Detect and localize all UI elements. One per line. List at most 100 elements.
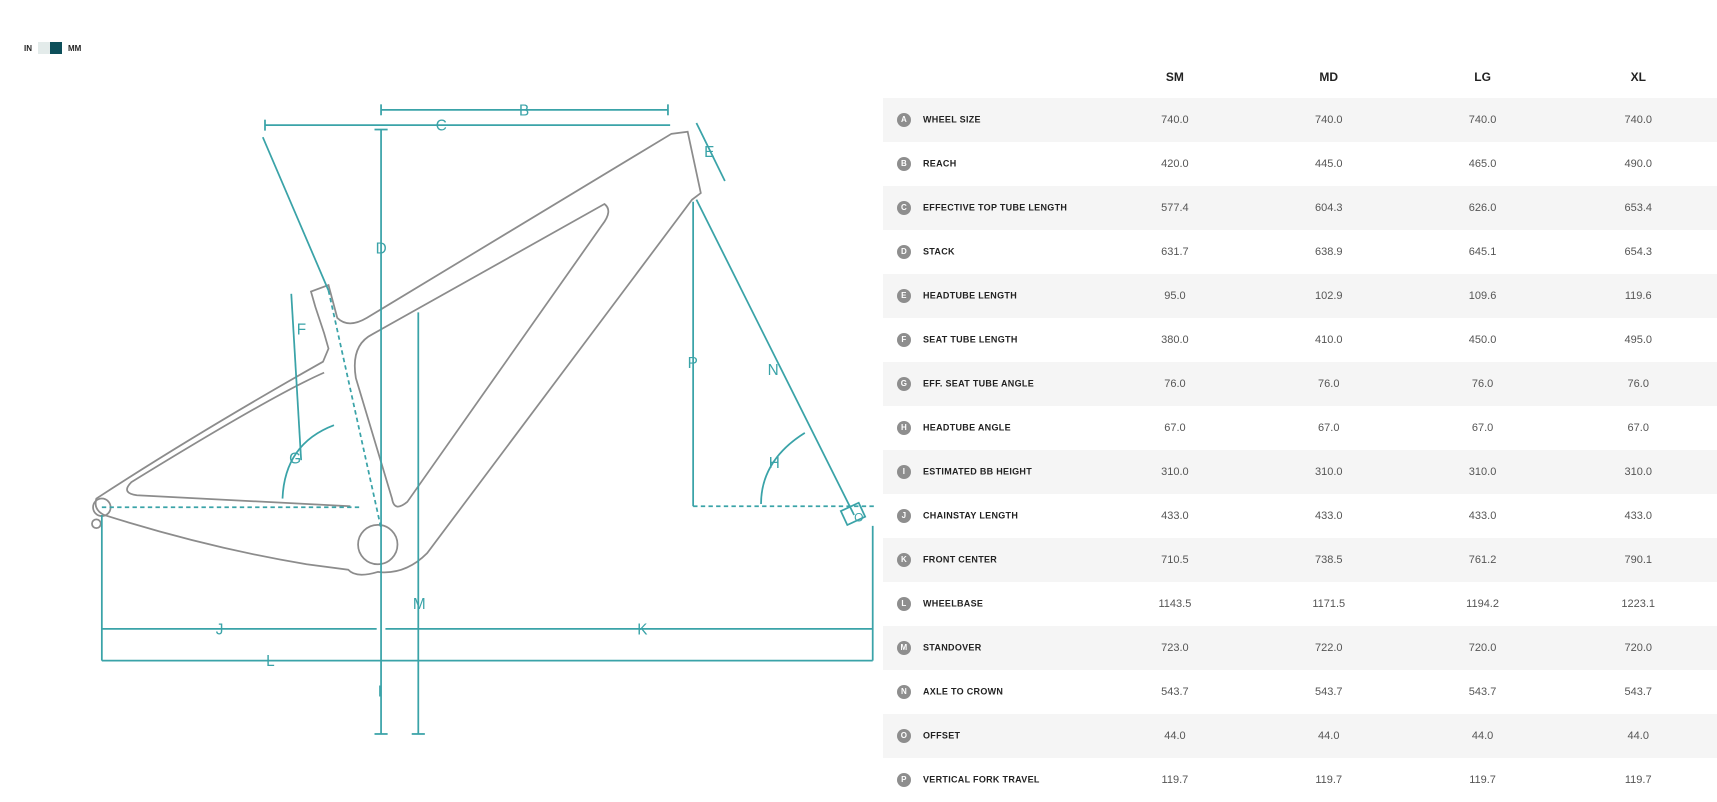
row-letter-badge: K: [897, 553, 911, 567]
row-letter-badge: B: [897, 157, 911, 171]
row-letter-badge: C: [897, 201, 911, 215]
row-letter-badge: J: [897, 509, 911, 523]
label-c: C: [436, 118, 447, 135]
label-p: P: [688, 355, 698, 372]
cell-value: 654.3: [1624, 246, 1652, 258]
cell-value: 761.2: [1405, 538, 1560, 582]
cell-value: 740.0: [1405, 98, 1560, 142]
cell-value: 631.7: [1161, 246, 1189, 258]
row-label: EFF. SEAT TUBE ANGLE: [923, 378, 1035, 389]
cell-value: 119.7: [1161, 774, 1189, 786]
cell-value: 76.0: [1251, 362, 1406, 406]
row-label: WHEELBASE: [923, 598, 984, 609]
cell-value: 626.0: [1405, 186, 1560, 230]
label-i: I: [378, 684, 382, 701]
cell-value: 102.9: [1251, 274, 1406, 318]
unit-in-label[interactable]: IN: [24, 43, 32, 53]
cell-value: 310.0: [1251, 450, 1406, 494]
dimension-lines: [100, 104, 876, 735]
row-letter-badge: G: [897, 377, 911, 391]
cell-value: 723.0: [1098, 626, 1252, 670]
row-letter-badge: M: [897, 641, 911, 655]
col-lg: LG: [1474, 70, 1491, 84]
row-label: WHEEL SIZE: [923, 114, 981, 125]
cell-value: 44.0: [1251, 714, 1406, 758]
row-label: OFFSET: [923, 730, 961, 741]
cell-value: 543.7: [1624, 686, 1652, 698]
cell-value: 44.0: [1098, 714, 1252, 758]
row-letter-badge: P: [897, 773, 911, 787]
cell-value: 490.0: [1624, 158, 1652, 170]
cell-value: 790.1: [1559, 538, 1717, 582]
cell-value: 119.7: [1624, 774, 1652, 786]
col-sm: SM: [1165, 70, 1184, 84]
cell-value: 119.6: [1559, 274, 1717, 318]
row-letter-badge: L: [897, 597, 911, 611]
frame-geometry-diagram: B C D E F G H I J K L M N O P: [91, 102, 876, 735]
row-label: HEADTUBE ANGLE: [923, 422, 1011, 433]
cell-value: 67.0: [1627, 422, 1649, 434]
cell-value: 76.0: [1405, 362, 1560, 406]
cell-value: 450.0: [1468, 334, 1497, 346]
row-label: EFFECTIVE TOP TUBE LENGTH: [923, 202, 1068, 213]
cell-value: 722.0: [1251, 626, 1406, 670]
row-label: STANDOVER: [923, 642, 982, 653]
row-letter-badge: A: [897, 113, 911, 127]
cell-value: 119.7: [1469, 774, 1496, 786]
row-label: HEADTUBE LENGTH: [923, 290, 1017, 301]
row-letter-badge: N: [897, 685, 911, 699]
cell-value: 67.0: [1318, 422, 1340, 434]
row-label: ESTIMATED BB HEIGHT: [923, 466, 1033, 477]
cell-value: 740.0: [1098, 98, 1252, 142]
cell-value: 433.0: [1624, 510, 1652, 522]
cell-value: 44.0: [1405, 714, 1560, 758]
row-letter-badge: D: [897, 245, 911, 259]
label-e: E: [704, 144, 714, 161]
cell-value: 645.1: [1468, 246, 1497, 258]
row-letter-badge: F: [897, 333, 911, 347]
cell-value: 380.0: [1161, 334, 1189, 346]
cell-value: 310.0: [1405, 450, 1560, 494]
row-label: REACH: [923, 158, 957, 169]
row-letter-badge: H: [897, 421, 911, 435]
cell-value: 1223.1: [1621, 598, 1656, 610]
cell-value: 495.0: [1624, 334, 1652, 346]
row-label: CHAINSTAY LENGTH: [923, 510, 1019, 521]
cell-value: 720.0: [1559, 626, 1717, 670]
label-m: M: [413, 596, 426, 613]
unit-mm-label[interactable]: MM: [68, 43, 82, 53]
cell-value: 465.0: [1468, 158, 1497, 170]
col-xl: XL: [1630, 70, 1646, 84]
cell-value: 638.9: [1314, 246, 1343, 258]
cell-value: 433.0: [1314, 510, 1343, 522]
label-f: F: [297, 321, 306, 338]
table-header: SM MD LG XL: [883, 56, 1717, 98]
row-label: SEAT TUBE LENGTH: [923, 334, 1018, 345]
unit-mm-swatch[interactable]: [50, 42, 62, 54]
label-h: H: [769, 455, 780, 472]
cell-value: 543.7: [1468, 686, 1497, 698]
bike-frame: [91, 130, 702, 576]
cell-value: 543.7: [1161, 686, 1189, 698]
row-letter-badge: I: [897, 465, 911, 479]
unit-toggle[interactable]: IN MM: [24, 42, 81, 54]
cell-value: 76.0: [1559, 362, 1717, 406]
cell-value: 310.0: [1098, 450, 1252, 494]
cell-value: 543.7: [1314, 686, 1343, 698]
unit-in-swatch[interactable]: [38, 42, 50, 54]
cell-value: 740.0: [1251, 98, 1406, 142]
cell-value: 310.0: [1559, 450, 1717, 494]
label-g: G: [289, 451, 301, 468]
cell-value: 577.4: [1098, 186, 1252, 230]
